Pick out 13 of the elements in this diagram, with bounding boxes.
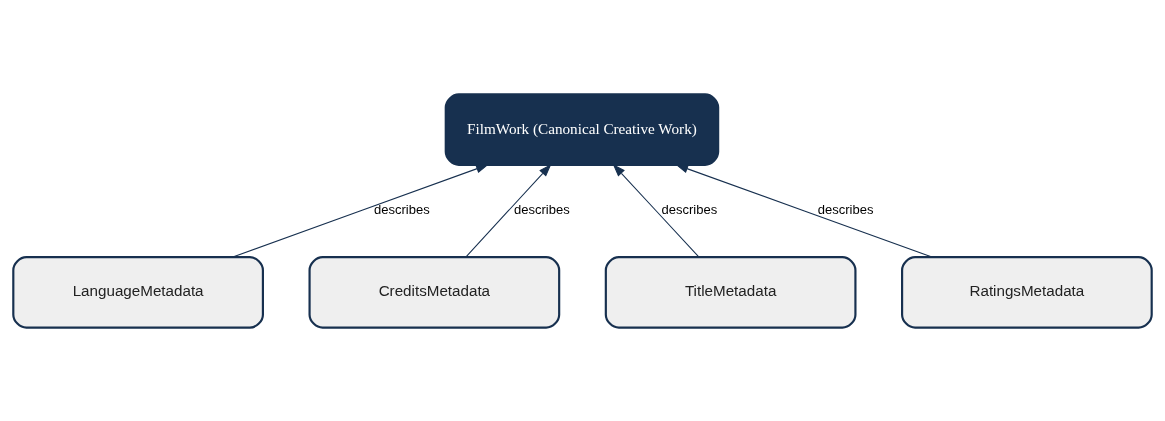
node-box: TitleMetadata	[604, 255, 857, 329]
edge-label: describes	[513, 201, 570, 217]
arrow	[675, 163, 933, 258]
node-box: FilmWork (Canonical Creative Work)	[444, 92, 720, 166]
edge-label: describes	[373, 201, 430, 217]
edge-label: describes	[817, 201, 874, 217]
node-box: LanguageMetadata	[12, 255, 264, 329]
arrow	[232, 163, 489, 258]
arrow	[465, 163, 552, 257]
node-box: CreditsMetadata	[308, 255, 561, 329]
arrow	[612, 163, 700, 257]
node-box: RatingsMetadata	[901, 255, 1153, 329]
edge-label: describes	[661, 201, 718, 217]
